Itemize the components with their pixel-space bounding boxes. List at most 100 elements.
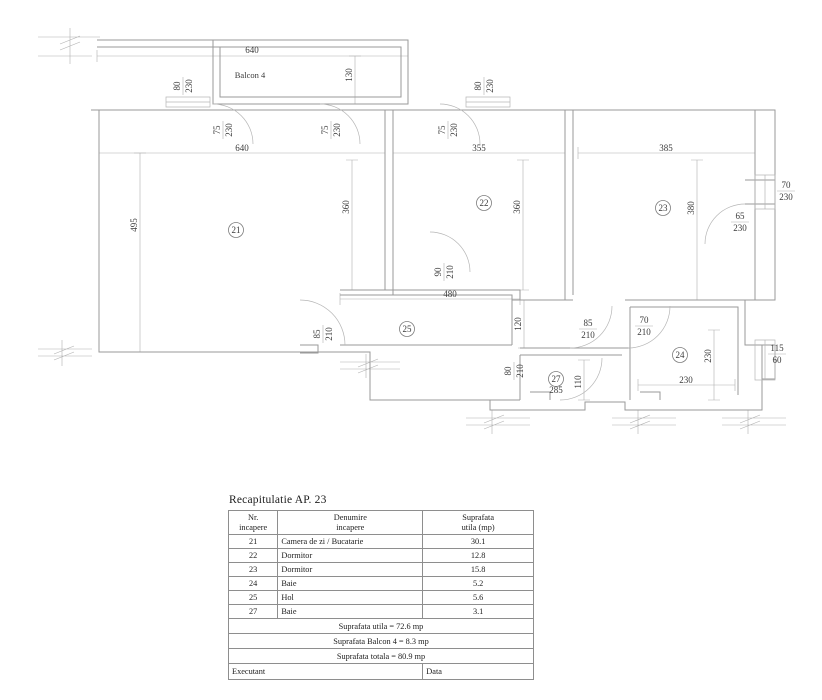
dim-room27-right: 110 xyxy=(573,375,583,389)
cell-area: 5.6 xyxy=(422,590,534,606)
room-number-23: 23 xyxy=(659,203,669,213)
dim-room24-right: 230 xyxy=(703,349,713,363)
dim-room22-top: 355 xyxy=(472,143,486,153)
balcony-label: Balcon 4 xyxy=(235,70,266,80)
room-number-21: 21 xyxy=(232,225,241,235)
opening-width: 85 xyxy=(584,318,594,328)
room-number-22: 22 xyxy=(480,198,489,208)
header-sup-line1: Suprafata xyxy=(462,513,495,522)
cell-area: 5.2 xyxy=(422,576,534,592)
room-marker-circle-23 xyxy=(655,200,671,216)
dim-room27-bottom: 285 xyxy=(549,385,563,395)
opening-width: 80 xyxy=(172,81,182,91)
dim-room21-top: 640 xyxy=(235,143,249,153)
header-den-line1: Denumire xyxy=(333,513,367,522)
opening-height: 230 xyxy=(733,223,747,233)
cell-name: Dormitor xyxy=(277,548,424,564)
opening-height: 230 xyxy=(184,79,194,93)
opening-height: 210 xyxy=(515,364,525,378)
total-row: Suprafata Balcon 4 = 8.3 mp xyxy=(228,633,534,650)
opening-width: 70 xyxy=(640,315,650,325)
cell-nr: 25 xyxy=(227,590,279,606)
cell-nr: 24 xyxy=(227,576,279,592)
dim-room22-left: 360 xyxy=(341,200,351,214)
header-sup-line2: utila (mp) xyxy=(461,522,495,532)
opening-height: 210 xyxy=(637,327,651,337)
total-label: Suprafata Balcon 4 = 8.3 mp xyxy=(228,633,534,650)
total-label: Suprafata totala = 80.9 mp xyxy=(228,648,534,665)
opening-height: 230 xyxy=(449,123,459,137)
opening-width: 85 xyxy=(312,329,322,339)
dim-room22-right: 360 xyxy=(512,200,522,214)
cell-name: Baie xyxy=(277,576,424,592)
opening-height: 60 xyxy=(773,355,783,365)
opening-width: 75 xyxy=(437,125,447,135)
room-marker-circle-25 xyxy=(399,321,415,337)
footer-executant: Executant xyxy=(227,663,424,681)
cell-area: 15.8 xyxy=(422,562,534,578)
cell-name: Baie xyxy=(277,604,424,620)
recap-title: Recapitulatie AP. 23 xyxy=(229,494,327,506)
opening-height: 230 xyxy=(485,79,495,93)
cell-area: 12.8 xyxy=(422,548,534,564)
dimension-lines xyxy=(38,28,786,434)
opening-width: 75 xyxy=(320,125,330,135)
total-row: Suprafata utila = 72.6 mp xyxy=(228,618,534,635)
room-number-25: 25 xyxy=(403,324,413,334)
cell-area: 3.1 xyxy=(422,604,534,620)
recap-table: Nr. incapere Denumire incapere Suprafata… xyxy=(227,509,534,681)
header-den-line2: incapere xyxy=(336,522,365,532)
cell-name: Dormitor xyxy=(277,562,424,578)
dim-hall-right: 120 xyxy=(513,317,523,331)
opening-width: 115 xyxy=(770,343,784,353)
header-nr-line1: Nr. xyxy=(247,513,259,522)
opening-height: 210 xyxy=(324,327,334,341)
opening-height: 230 xyxy=(779,192,793,202)
dim-balcony-depth: 130 xyxy=(344,68,354,82)
room-marker-circle-21 xyxy=(228,222,244,238)
cell-nr: 27 xyxy=(227,604,279,620)
opening-width: 65 xyxy=(736,211,746,221)
opening-height: 210 xyxy=(445,265,455,279)
header-nr: Nr. incapere xyxy=(227,509,279,536)
cell-name: Camera de zi / Bucatarie xyxy=(277,534,424,550)
cell-nr: 23 xyxy=(227,562,279,578)
cell-area: 30.1 xyxy=(422,534,534,550)
opening-width: 80 xyxy=(503,366,513,376)
opening-height: 230 xyxy=(224,123,234,137)
header-nr-line2: incapere xyxy=(239,522,268,532)
header-suprafata: Suprafata utila (mp) xyxy=(422,509,534,536)
dim-hall-width: 480 xyxy=(443,289,457,299)
dim-room23-right: 380 xyxy=(686,201,696,215)
opening-height: 210 xyxy=(581,330,595,340)
walls xyxy=(91,39,776,411)
dim-room24-bottom: 230 xyxy=(679,375,693,385)
cell-name: Hol xyxy=(277,590,424,606)
dim-room21-left: 495 xyxy=(129,218,139,232)
room-marker-circle-27 xyxy=(548,371,564,387)
room-marker-circle-24 xyxy=(672,347,688,363)
header-denumire: Denumire incapere xyxy=(277,509,424,536)
room-number-24: 24 xyxy=(676,350,686,360)
dim-balcony-top: 640 xyxy=(245,45,259,55)
table-header-row: Nr. incapere Denumire incapere Suprafata… xyxy=(227,509,534,536)
